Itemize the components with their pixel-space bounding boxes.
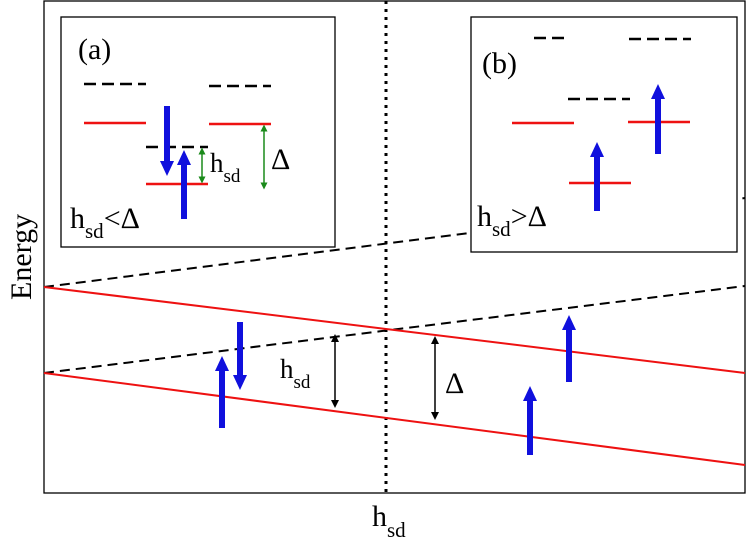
inset-a-condition: hsd<Δ — [70, 202, 140, 243]
inset-b-spin-up-middle — [590, 142, 604, 211]
spin-arrow-up-main-left — [215, 356, 229, 428]
spin-arrow-down-main — [233, 322, 247, 390]
upper-red-level — [43, 286, 746, 374]
inset-a-tag: (a) — [78, 33, 111, 66]
inset-b-condition: hsd>Δ — [477, 200, 547, 241]
spin-arrow-up-main-right-high — [562, 315, 576, 382]
inset-b-spin-up-right — [651, 84, 665, 154]
lower-red-level — [43, 372, 746, 466]
inset-a-spin-up — [177, 150, 191, 219]
x-axis-label: hsd — [372, 500, 406, 542]
inset-a-spin-down — [160, 106, 174, 176]
inset-b-tag: (b) — [482, 47, 517, 80]
inset-b: (b) hsd>Δ — [470, 16, 738, 253]
inset-a-frame — [60, 16, 336, 248]
inset-a-delta-label: Δ — [271, 143, 290, 176]
inset-a: (a) hsd Δ hsd<Δ — [60, 16, 336, 248]
inset-b-frame — [470, 16, 738, 253]
upper-dashed-level — [43, 197, 746, 288]
delta-gap-label: Δ — [445, 367, 464, 400]
y-axis-label: Energy — [5, 214, 38, 300]
spin-arrow-up-main-right-low — [523, 386, 537, 455]
hsd-gap-label: hsd — [280, 354, 311, 393]
plot-frame — [43, 0, 746, 494]
inset-a-hsd-label: hsd — [210, 148, 241, 187]
